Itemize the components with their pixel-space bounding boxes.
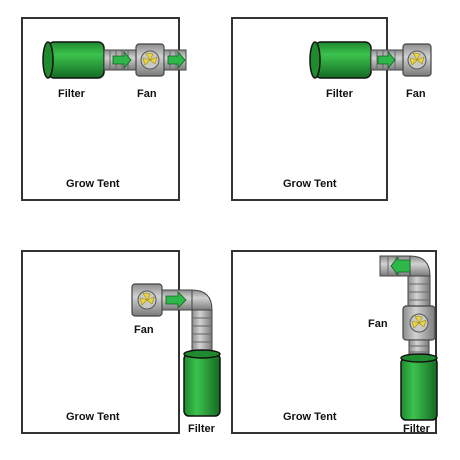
duct-1b xyxy=(163,49,187,71)
fan-label-4: Fan xyxy=(368,318,388,330)
panel-4-setup xyxy=(379,255,438,421)
inline-fan-4 xyxy=(402,305,436,341)
grow-tent-label-3: Grow Tent xyxy=(66,411,120,423)
carbon-filter-3 xyxy=(183,349,221,417)
duct-elbow-4 xyxy=(379,255,431,307)
inline-fan-1 xyxy=(135,43,165,77)
grow-tent-label-2: Grow Tent xyxy=(283,178,337,190)
panel-2-setup xyxy=(309,41,432,79)
panel-1-setup xyxy=(42,41,187,79)
grow-tent-label-4: Grow Tent xyxy=(283,411,337,423)
duct-elbow-3 xyxy=(161,289,213,355)
inline-fan-3 xyxy=(131,283,163,317)
filter-label-3: Filter xyxy=(188,423,215,435)
duct-1a xyxy=(103,49,137,71)
grow-tent-box-3 xyxy=(21,250,180,434)
grow-tent-label-1: Grow Tent xyxy=(66,178,120,190)
carbon-filter-4 xyxy=(400,353,438,421)
fan-label-3: Fan xyxy=(134,324,154,336)
panel-3-setup xyxy=(131,283,221,417)
filter-label-1: Filter xyxy=(58,88,85,100)
fan-label-2: Fan xyxy=(406,88,426,100)
inline-fan-2 xyxy=(402,43,432,77)
carbon-filter-1 xyxy=(42,41,105,79)
fan-label-1: Fan xyxy=(137,88,157,100)
carbon-filter-2 xyxy=(309,41,372,79)
filter-label-4: Filter xyxy=(403,423,430,435)
duct-2 xyxy=(370,49,404,71)
filter-label-2: Filter xyxy=(326,88,353,100)
